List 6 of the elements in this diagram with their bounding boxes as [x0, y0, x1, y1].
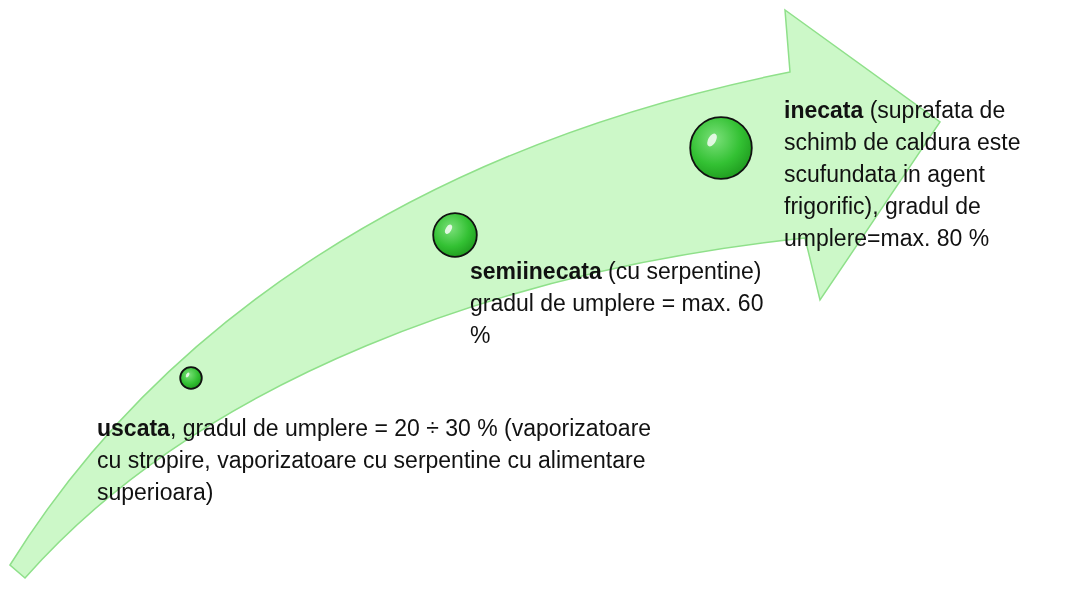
description-text: semiinecata (cu serpentine) gradul de umplere = max. 60 %: [470, 257, 765, 350]
sphere-icon: [179, 366, 203, 390]
sphere-icon: [689, 116, 753, 180]
sphere-icon: [432, 212, 478, 258]
description-text: uscata, gradul de umplere = 20 ÷ 30 % (vaporizatoare cu stropire, vaporizatoare cu serpentine cu alimentare superioara): [97, 414, 653, 507]
description-text: inecata (suprafata de schimb de caldura este scufundata in agent frigorific), gradul de umplere=max. 80 %: [784, 96, 1022, 253]
